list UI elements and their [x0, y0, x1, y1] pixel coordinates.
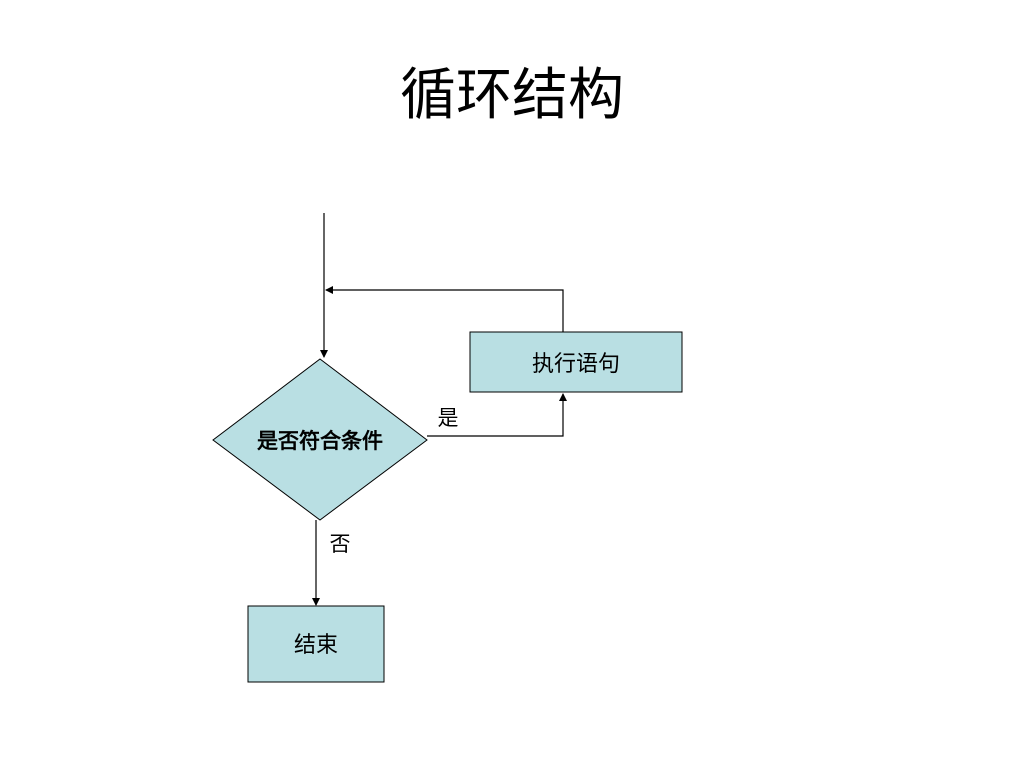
- yes-branch-label: 是: [438, 406, 459, 430]
- execute-statement-node: 执行语句: [469, 331, 683, 393]
- end-node: 结束: [247, 605, 385, 683]
- condition-decision-node: 是否符合条件: [212, 358, 428, 521]
- end-node-label: 结束: [294, 633, 338, 658]
- slide-title: 循环结构: [400, 63, 624, 128]
- no-branch-label: 否: [330, 532, 351, 556]
- yes-branch-arrow: [427, 393, 567, 437]
- loop-back-arrow: [325, 286, 564, 332]
- condition-decision-label: 是否符合条件: [257, 429, 383, 453]
- execute-statement-label: 执行语句: [532, 352, 620, 377]
